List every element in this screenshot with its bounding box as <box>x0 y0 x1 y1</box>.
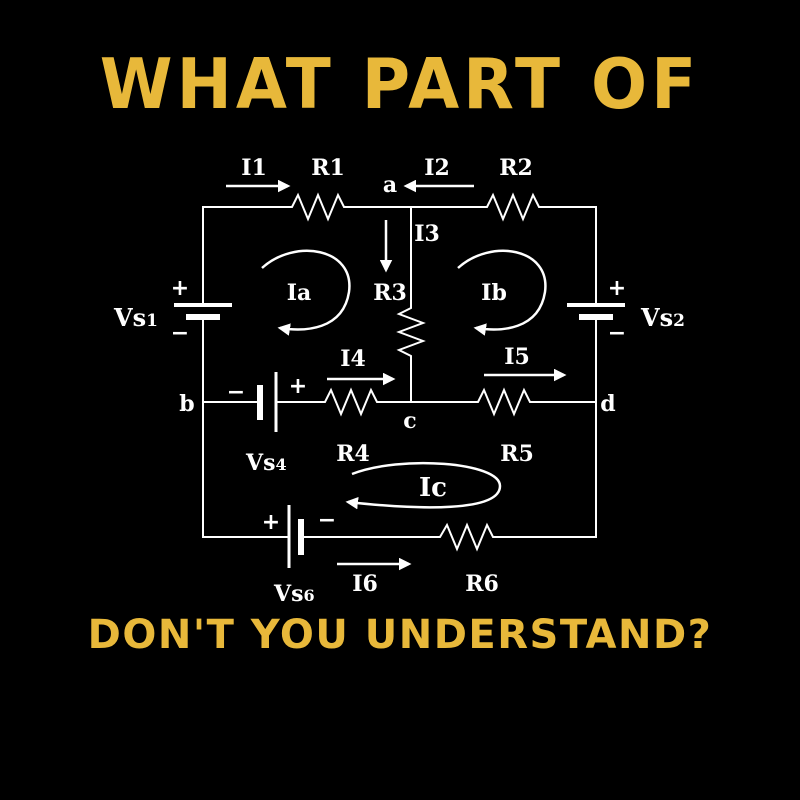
headline-subtitle: DON'T YOU UNDERSTAND? <box>87 612 713 658</box>
label-r3: R3 <box>373 280 407 306</box>
label-r6: R6 <box>465 571 499 597</box>
loop-arrow-ia <box>261 249 351 336</box>
node-b: b <box>179 391 194 417</box>
label-vs6: Vs6 <box>273 581 315 607</box>
wire-middle-r5 <box>410 387 597 417</box>
vs1-minus: − <box>171 321 189 346</box>
vs2-plus: + <box>608 276 626 301</box>
label-r5: R5 <box>500 441 534 467</box>
label-i1: I1 <box>241 155 267 181</box>
vs6-minus: − <box>318 508 336 533</box>
label-vs1: Vs1 <box>113 303 158 332</box>
vs6-plus: + <box>262 510 280 535</box>
battery-vs4 <box>257 372 278 432</box>
battery-vs2 <box>567 303 625 320</box>
label-i3: I3 <box>414 221 440 247</box>
wire-middle-r4 <box>275 387 412 417</box>
label-i4: I4 <box>340 346 366 372</box>
label-ia: Ia <box>287 280 312 306</box>
vs1-plus: + <box>171 276 189 301</box>
wire-bottom-r6 <box>300 522 597 552</box>
label-ic: Ic <box>419 473 447 503</box>
label-r2: R2 <box>499 155 533 181</box>
vs4-minus: − <box>227 380 245 405</box>
loop-arrow-ic <box>345 461 502 510</box>
label-vs2: Vs2 <box>640 303 685 332</box>
battery-vs6 <box>287 505 304 568</box>
wire-top <box>202 192 597 222</box>
label-vs4: Vs4 <box>245 450 287 476</box>
loop-arrow-ib <box>457 249 547 336</box>
label-ib: Ib <box>481 280 507 306</box>
node-a: a <box>383 172 397 198</box>
label-r4: R4 <box>336 441 370 467</box>
vs2-minus: − <box>608 321 626 346</box>
wire-middle-r3 <box>396 206 426 403</box>
label-i2: I2 <box>424 155 450 181</box>
node-c: c <box>403 408 416 434</box>
headline-title: WHAT PART OF <box>99 44 701 125</box>
label-i6: I6 <box>352 571 378 597</box>
label-i5: I5 <box>504 344 530 370</box>
vs4-plus: + <box>289 374 307 399</box>
battery-vs1 <box>174 303 232 320</box>
label-r1: R1 <box>311 155 345 181</box>
node-d: d <box>600 391 615 417</box>
